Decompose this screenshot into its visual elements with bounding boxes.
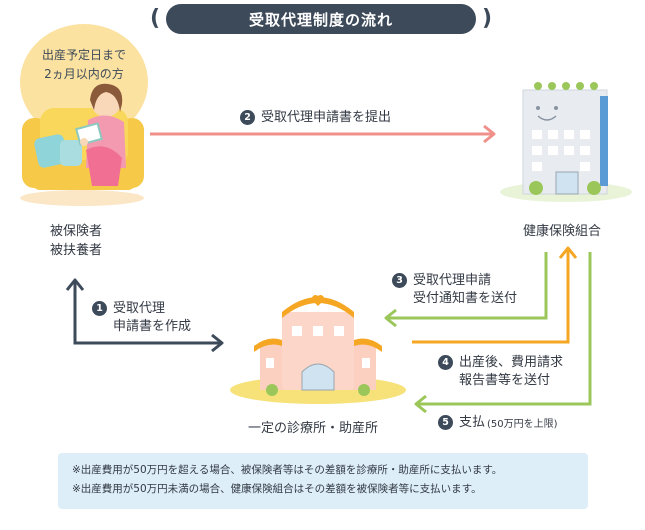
insured-label-line: 被扶養者 [50, 243, 103, 258]
arrow-step-4 [412, 246, 578, 344]
step-1: 1 受取代理 申請書を作成 [92, 300, 191, 336]
step-number: 1 [92, 301, 107, 316]
mother-illustration [20, 83, 144, 206]
step-text: 受取代理申請書を提出 [261, 110, 392, 125]
step-4: 4 出産後、費用請求 報告書等を送付 [438, 354, 563, 390]
step-number: 3 [392, 273, 407, 288]
notes-box: ※出産費用が50万円を超える場合、被保険者等はその差額を診療所・助産所に支払いま… [58, 453, 588, 509]
step-text: 受取代理 [113, 301, 166, 316]
bubble-line: 出産予定日まで [41, 48, 126, 62]
step-2: 2 受取代理申請書を提出 [240, 109, 391, 127]
bubble-line: 2ヵ月以内の方 [44, 67, 124, 81]
arrow-step-3 [384, 252, 548, 328]
arrow-step-1 [65, 278, 224, 353]
clinic-label: 一定の診療所・助産所 [248, 421, 379, 436]
step-text: 支払 [459, 415, 486, 430]
note-line: ※出産費用が50万円を超える場合、被保険者等はその差額を診療所・助産所に支払いま… [72, 464, 503, 476]
step-text: 受取代理申請 [413, 273, 492, 288]
step-limit-note: (50万円を上限) [487, 419, 558, 430]
step-number: 2 [240, 110, 255, 125]
arrow-step-5 [414, 252, 592, 414]
arrow-step-2 [150, 124, 496, 144]
step-number: 4 [438, 355, 453, 370]
step-3: 3 受取代理申請 受付通知書を送付 [392, 272, 517, 308]
clinic-illustration [230, 294, 406, 404]
title-bracket-right: ) [482, 6, 493, 31]
step-text: 申請書を作成 [113, 319, 192, 334]
insured-label-line: 被保険者 [50, 224, 103, 239]
insurer-label: 健康保険組合 [523, 224, 602, 239]
step-text: 受付通知書を送付 [413, 291, 518, 306]
insurer-building-illustration [500, 82, 632, 202]
note-line: ※出産費用が50万円未満の場合、健康保険組合はその差額を被保険者等に支払います。 [72, 483, 482, 495]
page-title: 受取代理制度の流れ [166, 4, 476, 34]
step-text: 出産後、費用請求 [459, 355, 564, 370]
step-number: 5 [438, 415, 453, 430]
insured-label: 被保険者 被扶養者 [50, 222, 102, 260]
step-5: 5 支払 (50万円を上限) [438, 414, 558, 434]
title-bracket-left: ( [150, 6, 161, 31]
step-text: 報告書等を送付 [459, 373, 551, 388]
